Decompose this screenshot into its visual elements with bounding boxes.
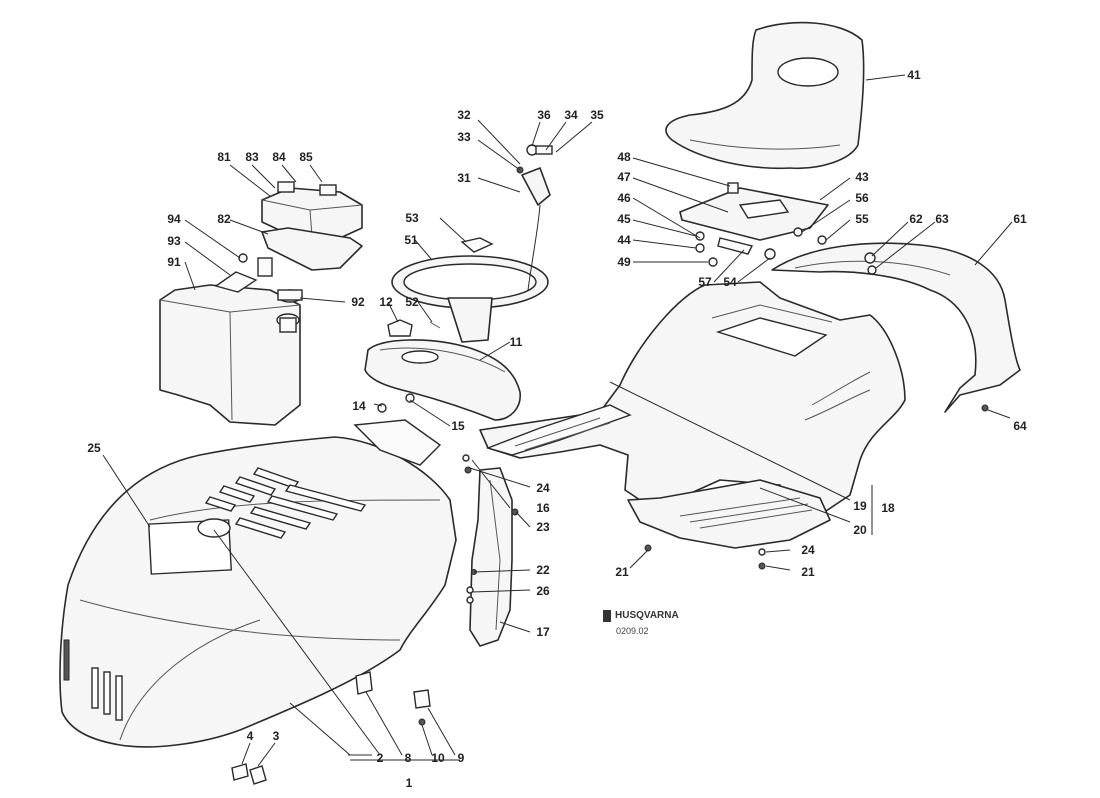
callout-82: 82	[217, 212, 231, 226]
callout-48: 48	[617, 150, 631, 164]
callout-91: 91	[167, 255, 181, 269]
callout-2: 2	[377, 751, 384, 765]
callout-10: 10	[431, 751, 445, 765]
callout-9: 9	[458, 751, 465, 765]
callout-31: 31	[457, 171, 471, 185]
callout-52: 52	[405, 295, 419, 309]
dash-panel-part	[364, 319, 521, 421]
callout-56: 56	[855, 191, 869, 205]
brand-logo: HUSQVARNA 0209.02	[603, 610, 679, 636]
callout-35: 35	[590, 108, 604, 122]
callout-labels: 1 2 3 4 8 9 10 11 12 14 15 16 17 18 19 2…	[87, 68, 1027, 790]
brand-mark-icon	[603, 610, 611, 622]
diagram-code: 0209.02	[616, 626, 649, 636]
callout-85: 85	[299, 150, 313, 164]
callout-61: 61	[1013, 212, 1027, 226]
callout-63: 63	[935, 212, 949, 226]
callout-36: 36	[537, 108, 551, 122]
callout-11: 11	[510, 335, 523, 349]
callout-83: 83	[245, 150, 259, 164]
callout-4: 4	[247, 729, 254, 743]
callout-1: 1	[406, 776, 413, 790]
callout-16: 16	[536, 501, 550, 515]
hood-part	[59, 436, 457, 748]
steering-shaft-part	[516, 144, 553, 291]
seat-plate-part	[679, 182, 829, 267]
callout-20: 20	[853, 523, 867, 537]
callout-23: 23	[536, 520, 550, 534]
callout-93: 93	[167, 234, 181, 248]
callout-46: 46	[617, 191, 631, 205]
callout-33: 33	[457, 130, 471, 144]
small-fasteners	[231, 393, 766, 785]
callout-94: 94	[167, 212, 181, 226]
callout-44: 44	[617, 233, 631, 247]
callout-21b: 21	[801, 565, 815, 579]
callout-57: 57	[698, 275, 712, 289]
callout-84: 84	[272, 150, 286, 164]
callout-45: 45	[617, 212, 631, 226]
body-shell-part	[479, 281, 906, 549]
callout-32: 32	[457, 108, 471, 122]
callout-92: 92	[351, 295, 365, 309]
seat-part	[665, 21, 865, 170]
callout-26: 26	[536, 584, 550, 598]
callout-15: 15	[451, 419, 465, 433]
callout-51: 51	[404, 233, 418, 247]
callout-21a: 21	[615, 565, 629, 579]
callout-64: 64	[1013, 419, 1027, 433]
rear-fender-part	[771, 242, 1021, 413]
battery-box-part	[214, 181, 363, 293]
callout-54: 54	[723, 275, 737, 289]
callout-18: 18	[881, 501, 895, 515]
callout-19: 19	[853, 499, 867, 513]
callout-17: 17	[536, 625, 550, 639]
callout-24a: 24	[536, 481, 550, 495]
brand-name: HUSQVARNA	[615, 610, 679, 621]
callout-43: 43	[855, 170, 869, 184]
callout-55: 55	[855, 212, 869, 226]
callout-49: 49	[617, 255, 631, 269]
callout-25: 25	[87, 441, 101, 455]
fuel-tank-part	[159, 284, 303, 426]
callout-3: 3	[273, 729, 280, 743]
steering-wheel-part	[391, 237, 549, 343]
callout-14: 14	[352, 399, 366, 413]
callout-81: 81	[217, 150, 231, 164]
callout-12: 12	[379, 295, 393, 309]
callout-8: 8	[405, 751, 412, 765]
callout-24b: 24	[801, 543, 815, 557]
callout-47: 47	[617, 170, 631, 184]
callout-22: 22	[536, 563, 550, 577]
callout-53: 53	[405, 211, 419, 225]
callout-41: 41	[907, 68, 921, 82]
side-panel-part	[353, 419, 513, 647]
callout-62: 62	[909, 212, 923, 226]
callout-34: 34	[564, 108, 578, 122]
leader-lines	[102, 74, 1013, 767]
